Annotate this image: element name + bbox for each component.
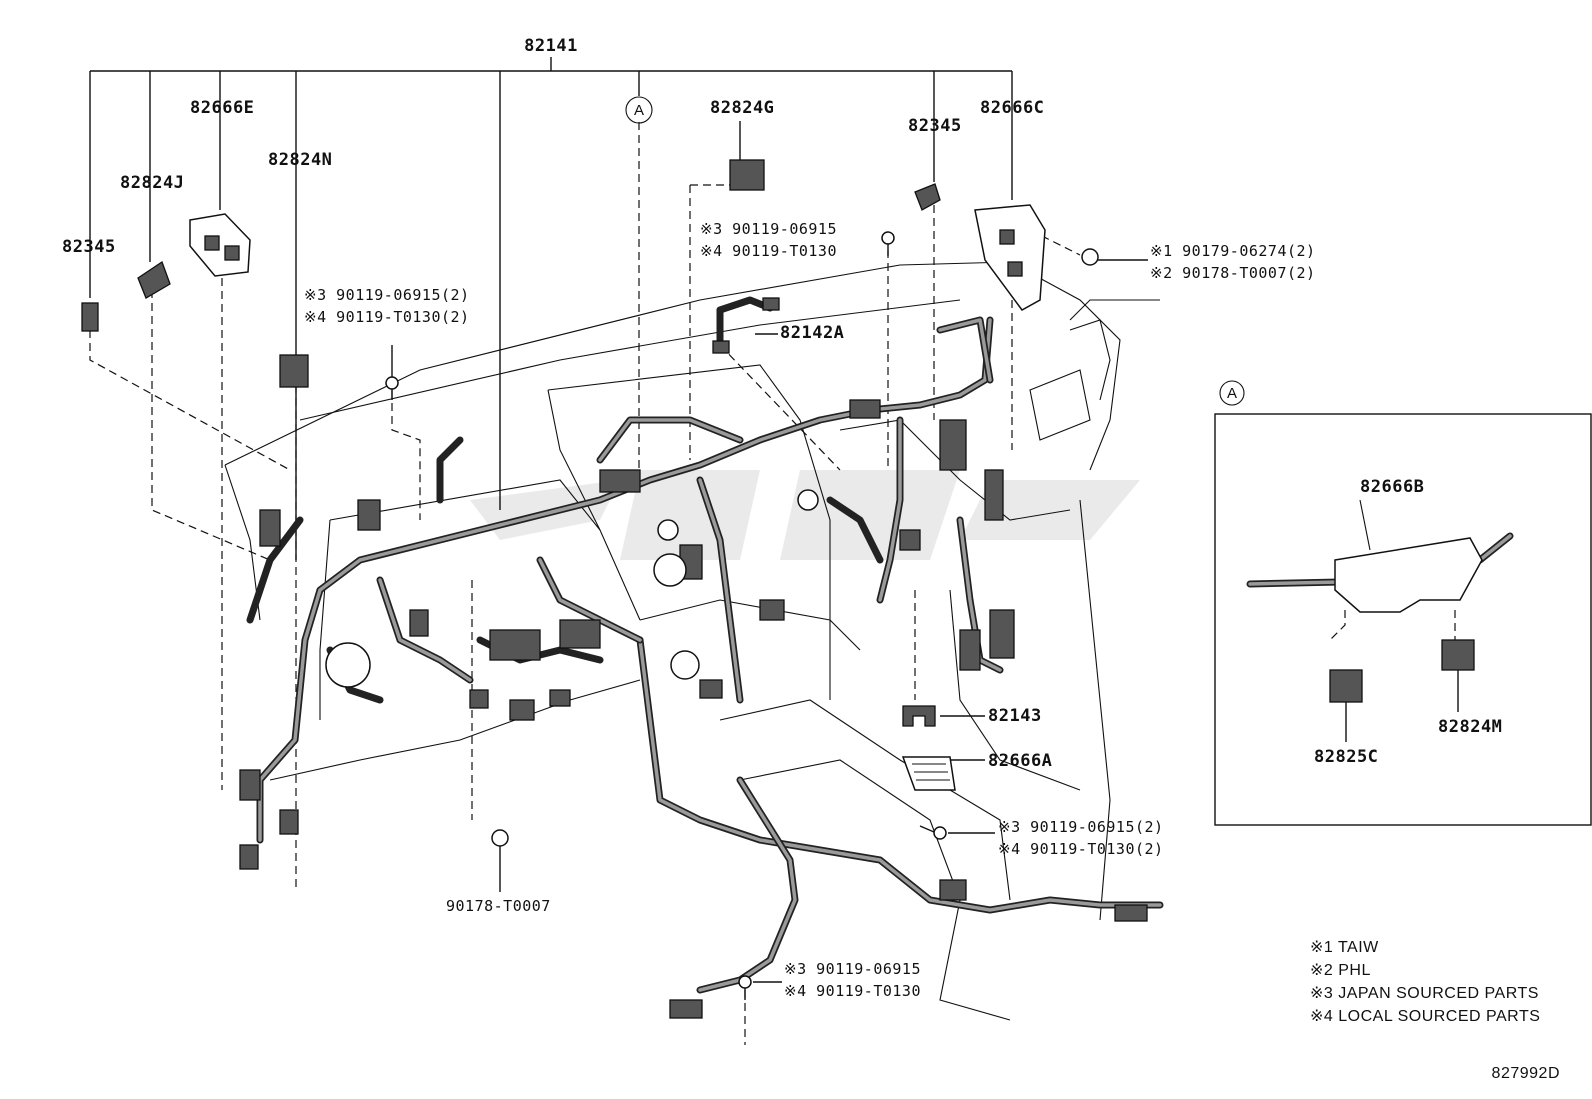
label-82824N: 82824N [268,150,332,170]
label-leaders [391,121,1148,983]
note-right-top-2: ※2 90178-T0007(2) [1150,264,1316,282]
note-left-top-1: ※3 90119-06915(2) [304,286,470,304]
bolt-center-top [881,231,895,256]
inset-marker-label: A [1227,385,1237,402]
main-part-bracket [89,57,1013,560]
note-center-top-1: ※3 90119-06915 [700,220,837,238]
label-82824M: 82824M [1438,717,1502,737]
legend-item-3: ※3 JAPAN SOURCED PARTS [1310,985,1539,1002]
part-82824N [279,354,309,388]
label-82666E: 82666E [190,98,254,118]
dashboard-outline [224,261,1160,1021]
clip-90178-T0007 [491,829,509,847]
part-82143 [902,705,936,727]
part-82666A [901,756,956,791]
part-82824G [729,159,765,191]
note-left-top-2: ※4 90119-T0130(2) [304,308,470,326]
bolt-notes: ※3 90119-06915(2) ※4 90119-T0130(2) ※3 9… [304,220,1316,1000]
part-82345-left [81,302,99,332]
bolt-right-mid [919,825,947,840]
label-82345-right: 82345 [908,116,962,136]
label-82142A: 82142A [780,323,844,343]
label-82666B: 82666B [1360,477,1424,497]
note-right-mid-1: ※3 90119-06915(2) [998,818,1164,836]
dashed-leaders [89,122,1456,1045]
clip-90179 [1081,248,1099,266]
part-82666E [189,213,251,277]
part-82824J [137,261,171,299]
part-82345-right [914,183,941,211]
label-82666C: 82666C [980,98,1044,118]
legend-item-1: ※1 TAIW [1310,939,1379,956]
diagram-id: 827992D [1492,1065,1560,1082]
label-82824J: 82824J [120,173,184,193]
label-82824G: 82824G [710,98,774,118]
note-bottom-1: ※3 90119-06915 [784,960,921,978]
part-82142A [712,296,780,354]
part-82666C [974,204,1046,311]
label-82143: 82143 [988,706,1042,726]
bolt-bottom [738,975,752,1000]
label-82141: 82141 [524,36,578,56]
legend-item-4: ※4 LOCAL SOURCED PARTS [1310,1008,1540,1025]
part-labels: 82141 82345 82824J 82666E 82824N 82824G … [62,36,1502,915]
inset-a: A [1214,380,1592,826]
label-82345-left: 82345 [62,237,116,257]
callout-marker-label: A [634,102,644,119]
note-right-top-1: ※1 90179-06274(2) [1150,242,1316,260]
legend-item-2: ※2 PHL [1310,962,1371,979]
label-82666A: 82666A [988,751,1052,771]
note-bottom-2: ※4 90119-T0130 [784,982,921,1000]
label-90178-T0007: 90178-T0007 [446,897,551,915]
harness-connectors [239,399,1148,1019]
note-center-top-2: ※4 90119-T0130 [700,242,837,260]
bolt-left-top [385,376,399,400]
note-right-mid-2: ※4 90119-T0130(2) [998,840,1164,858]
callout-marker-a: A [625,96,653,124]
legend: ※1 TAIW ※2 PHL ※3 JAPAN SOURCED PARTS ※4… [1310,939,1540,1025]
wiring-harness [246,316,1164,994]
label-82825C: 82825C [1314,747,1378,767]
